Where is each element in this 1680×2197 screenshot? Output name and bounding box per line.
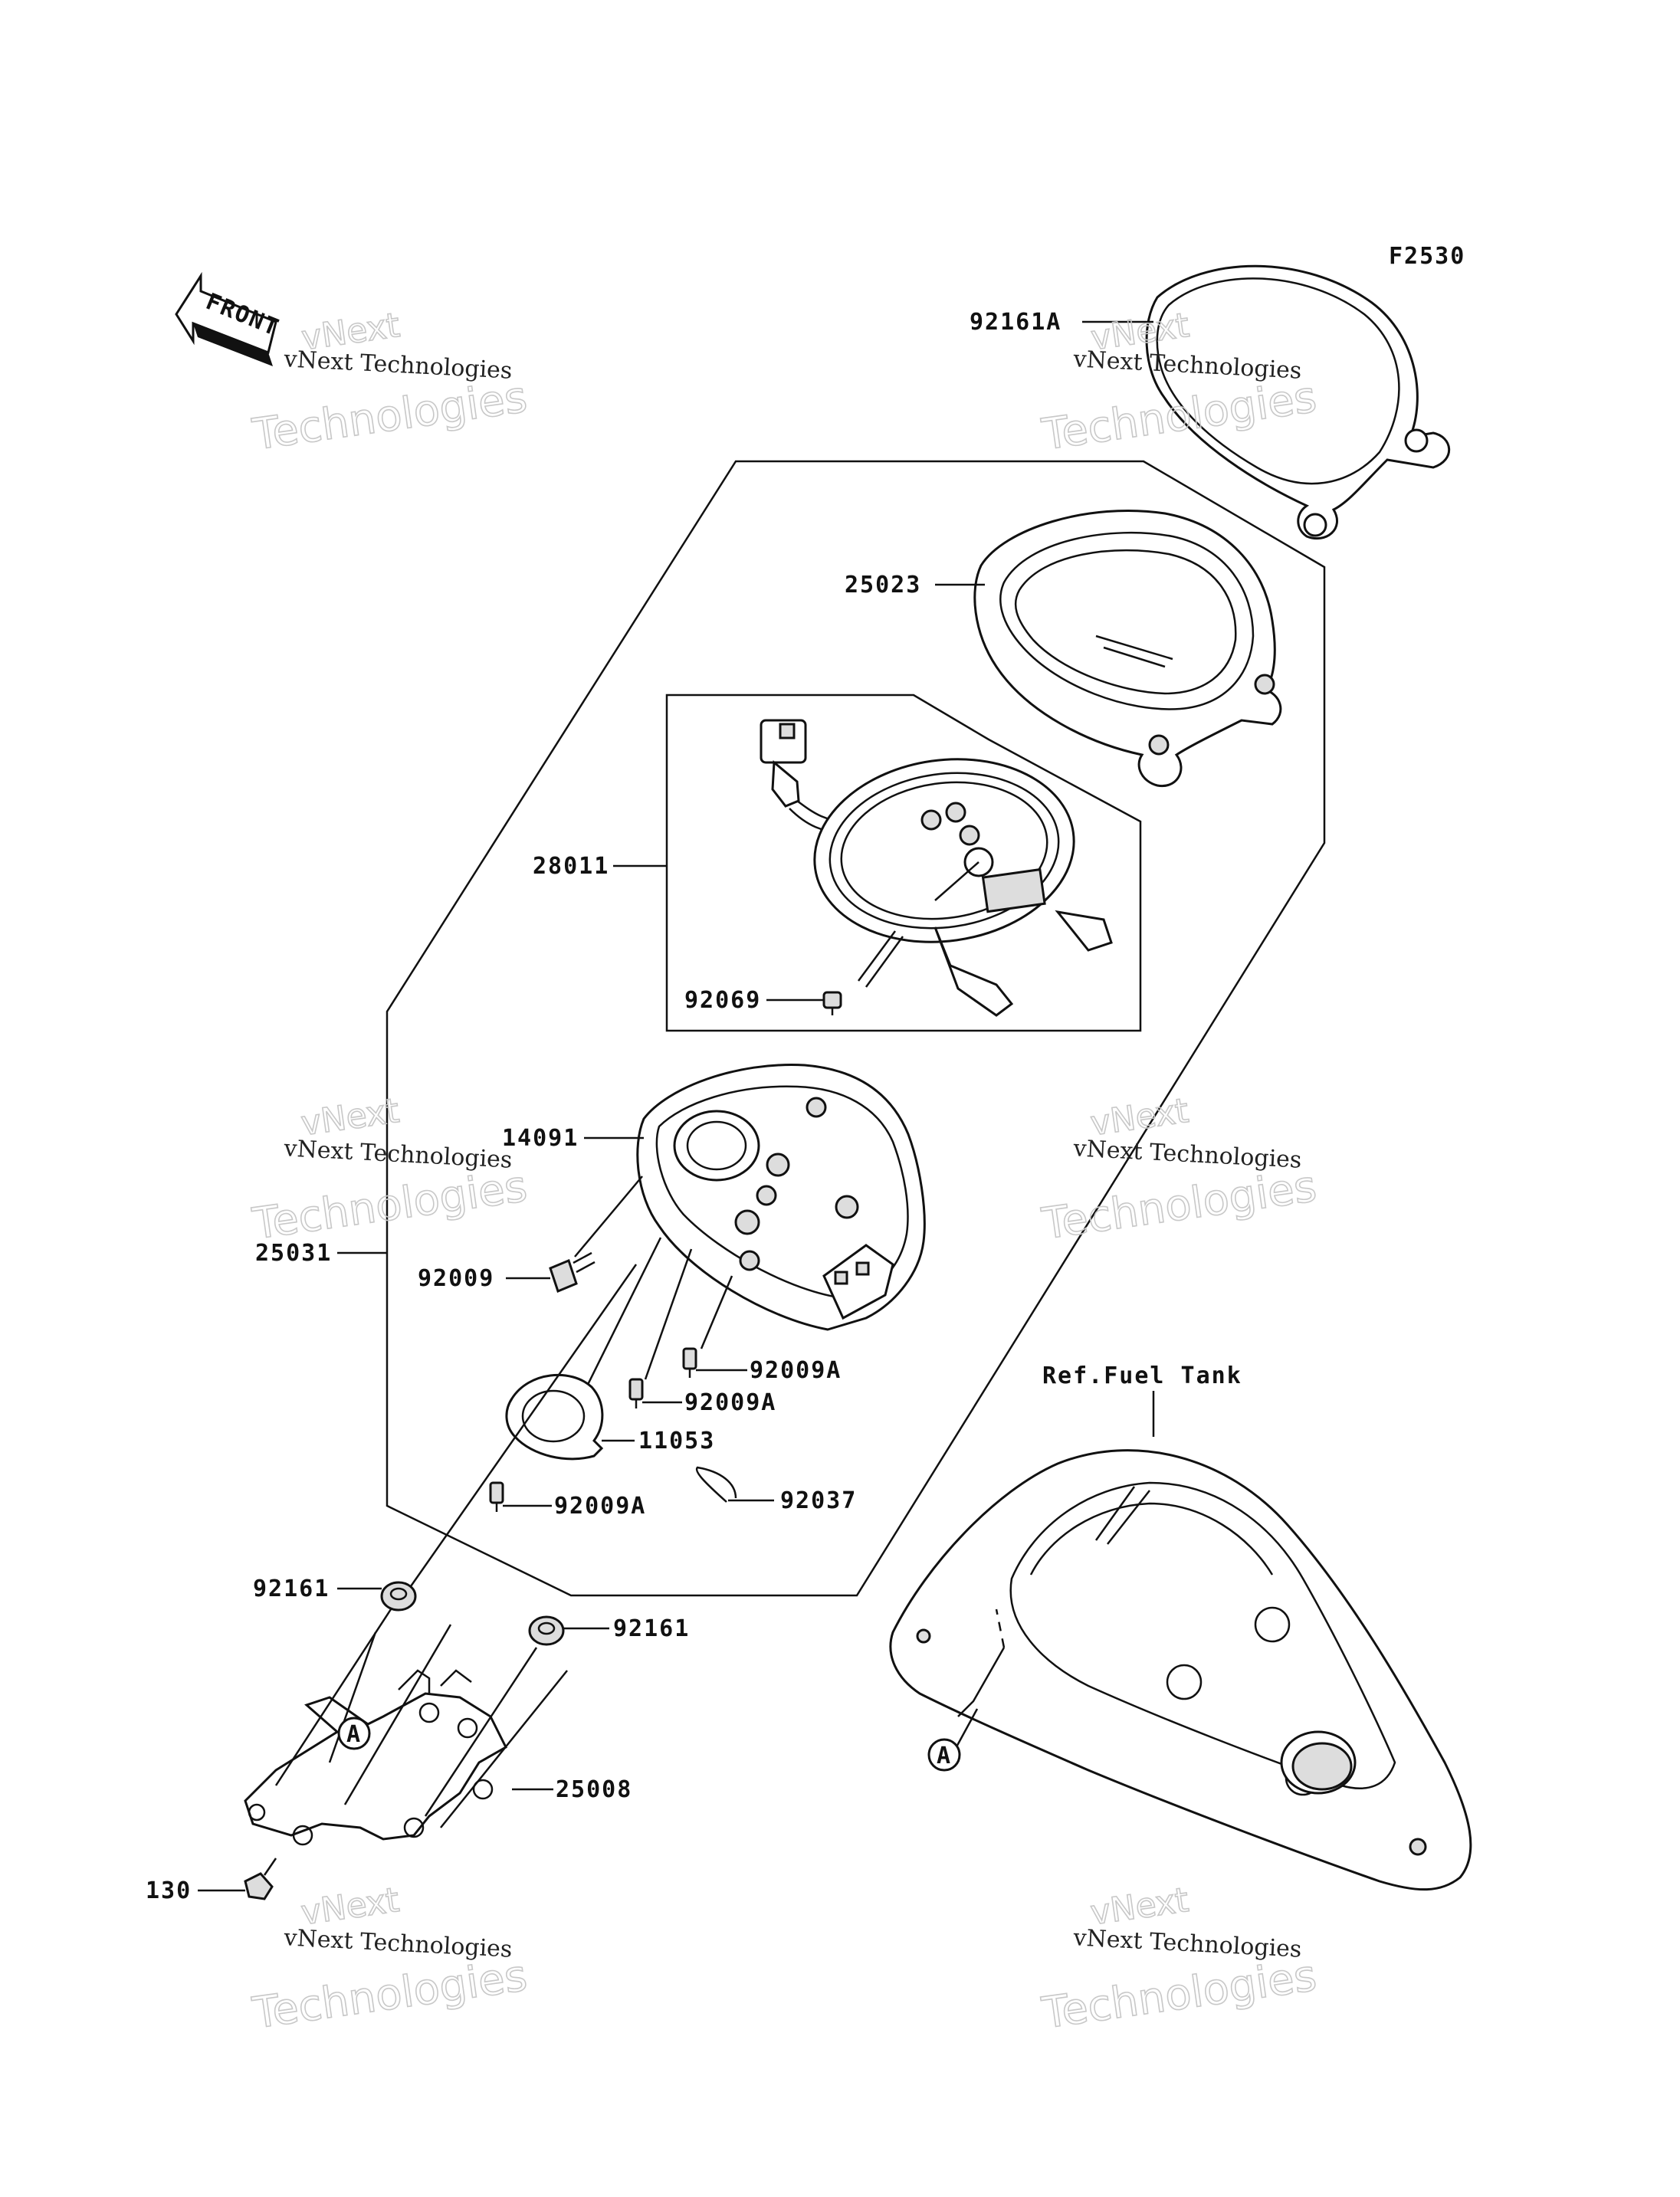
svg-text:vNext: vNext bbox=[299, 1881, 402, 1933]
leader-grommet-housing bbox=[409, 1264, 638, 1587]
mount-bracket bbox=[244, 1624, 568, 1846]
screw-92009A-upper bbox=[682, 1347, 697, 1378]
meter-cover-gasket bbox=[1145, 264, 1451, 540]
label-92161-2: 92161 bbox=[613, 1615, 690, 1642]
svg-text:Technologies: Technologies bbox=[249, 372, 530, 461]
label-92161A: 92161A bbox=[970, 309, 1061, 336]
assembly-outline bbox=[386, 460, 1326, 1597]
watermark-text-mid-right: vNext Technologies bbox=[1072, 1135, 1302, 1174]
label-28011: 28011 bbox=[533, 853, 609, 880]
label-92009A-2: 92009A bbox=[684, 1389, 776, 1416]
label-92161-1: 92161 bbox=[253, 1576, 330, 1602]
svg-text:A: A bbox=[937, 1743, 952, 1769]
label-92037: 92037 bbox=[780, 1487, 857, 1514]
label-11053: 11053 bbox=[638, 1428, 715, 1454]
meter-case bbox=[973, 510, 1282, 788]
screw-92009A-middle bbox=[628, 1378, 644, 1408]
label-14091: 14091 bbox=[502, 1125, 579, 1152]
screw-92009A-lower bbox=[489, 1481, 504, 1512]
leader-housing-1 bbox=[574, 1176, 643, 1258]
svg-text:A: A bbox=[346, 1721, 362, 1748]
figure-code: F2530 bbox=[1389, 243, 1465, 270]
svg-text:Technologies: Technologies bbox=[249, 1162, 530, 1250]
leader-housing-3 bbox=[644, 1248, 693, 1380]
meter-housing bbox=[636, 1064, 926, 1331]
watermark-text-bottom-left: vNext Technologies bbox=[283, 1924, 513, 1963]
watermark-text-top-left: vNext Technologies bbox=[283, 346, 513, 385]
watermark-text-bottom-right: vNext Technologies bbox=[1072, 1924, 1302, 1963]
grommet-right bbox=[528, 1615, 565, 1646]
watermark-text-mid-left: vNext Technologies bbox=[283, 1135, 513, 1174]
grommet-left bbox=[380, 1581, 417, 1612]
label-25023: 25023 bbox=[845, 572, 921, 598]
leader-grommet-left bbox=[274, 1608, 392, 1786]
label-130: 130 bbox=[146, 1877, 192, 1904]
label-92069: 92069 bbox=[684, 987, 761, 1014]
small-screw bbox=[822, 991, 842, 1015]
screw-92009 bbox=[549, 1251, 596, 1294]
marker-a-left: A bbox=[337, 1717, 371, 1750]
svg-text:Technologies: Technologies bbox=[249, 1951, 530, 2039]
clamp-band bbox=[695, 1466, 737, 1503]
svg-text:Technologies: Technologies bbox=[1039, 1162, 1319, 1250]
label-92009A-1: 92009A bbox=[750, 1357, 842, 1384]
label-leaders bbox=[198, 320, 1155, 1892]
label-92009: 92009 bbox=[418, 1265, 494, 1292]
label-ref-fuel-tank: Ref.Fuel Tank bbox=[1042, 1362, 1242, 1389]
bracket-ring bbox=[505, 1373, 604, 1461]
marker-a-right: A bbox=[927, 1738, 961, 1772]
fuel-tank-reference bbox=[889, 1449, 1472, 1891]
speedometer-unit bbox=[760, 719, 1113, 1017]
label-25031: 25031 bbox=[255, 1240, 332, 1267]
svg-text:vNext: vNext bbox=[1088, 1881, 1191, 1933]
label-92009A-3: 92009A bbox=[554, 1493, 646, 1520]
gauge-subassembly-box bbox=[665, 694, 1142, 1032]
label-25008: 25008 bbox=[556, 1776, 632, 1803]
svg-text:Technologies: Technologies bbox=[1039, 1951, 1319, 2039]
bolt-130 bbox=[244, 1858, 277, 1900]
front-arrow-icon: FRONT bbox=[175, 271, 284, 366]
svg-text:vNext: vNext bbox=[1088, 1091, 1191, 1143]
leader-housing-4 bbox=[700, 1275, 733, 1349]
